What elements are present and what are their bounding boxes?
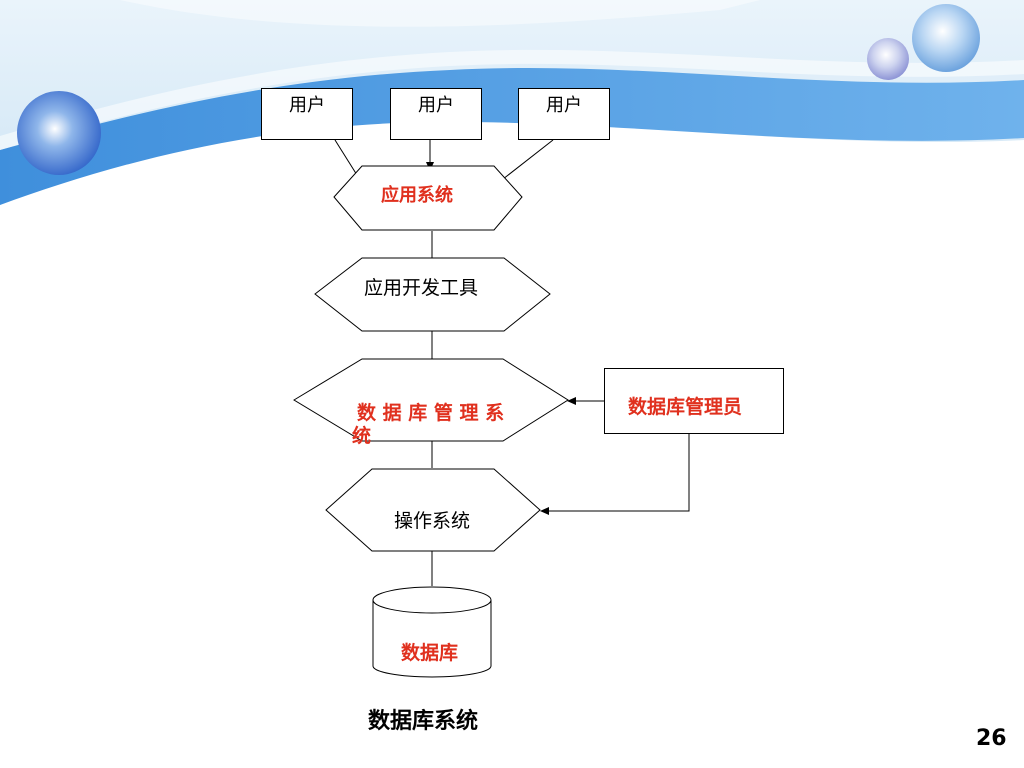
os-hexagon <box>325 468 541 552</box>
dev-tools-label: 应用开发工具 <box>364 277 479 299</box>
arrow-dba-to-os <box>540 433 690 515</box>
database-label: 数据库 <box>401 642 459 664</box>
dba-box <box>604 368 784 434</box>
app-system-label: 应用系统 <box>381 185 453 206</box>
user-box-2: 用户 <box>390 88 482 140</box>
user-label-3: 用户 <box>546 95 582 116</box>
dba-label: 数据库管理员 <box>628 396 743 418</box>
user-label-2: 用户 <box>418 95 454 116</box>
slide-caption: 数据库系统 <box>368 709 479 734</box>
user-label-1: 用户 <box>289 95 325 116</box>
dbms-label-line2: 统 <box>352 425 372 447</box>
dbms-label-line1: 数 据 库 管 理 系 <box>357 402 505 424</box>
app-system-hexagon <box>333 165 523 231</box>
user-box-3: 用户 <box>518 88 610 140</box>
database-cylinder <box>372 586 492 678</box>
os-label: 操作系统 <box>394 510 471 532</box>
user-box-1: 用户 <box>261 88 353 140</box>
page-number: 26 <box>976 726 1007 751</box>
dbms-hexagon <box>293 358 569 442</box>
dev-tools-hexagon <box>314 257 551 332</box>
arrow-user3-to-app <box>497 139 554 184</box>
